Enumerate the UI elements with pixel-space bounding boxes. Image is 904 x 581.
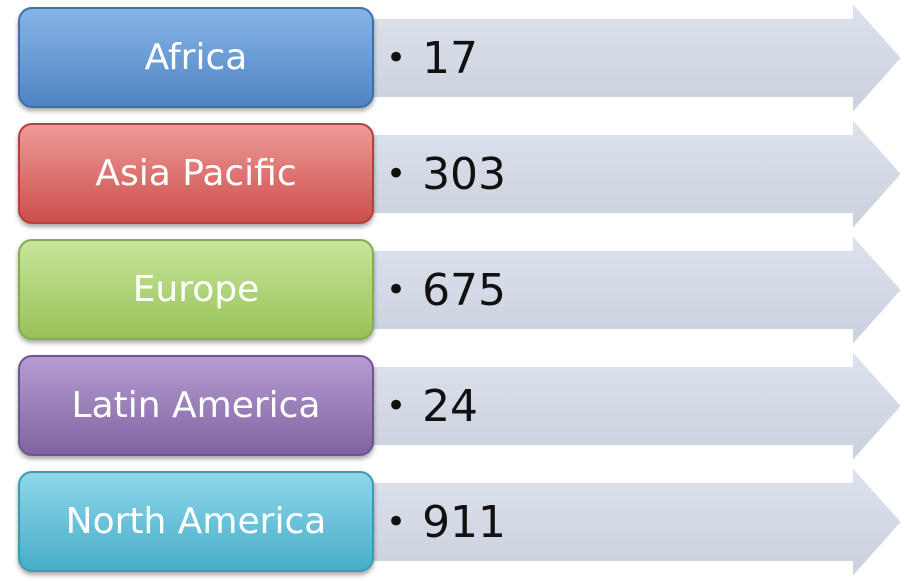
- bullet-icon: •: [386, 502, 407, 542]
- value-number: 675: [422, 264, 507, 316]
- category-box: North America: [18, 471, 374, 572]
- diagram-row: North America • 911: [0, 464, 904, 580]
- category-box: Latin America: [18, 355, 374, 456]
- arrow-shape: [360, 0, 904, 116]
- value-text: • 675: [386, 232, 506, 348]
- diagram-row: Africa • 17: [0, 0, 904, 116]
- bullet-icon: •: [386, 270, 407, 310]
- diagram-row: Europe • 675: [0, 232, 904, 348]
- diagram-row: Asia Pacific • 303: [0, 116, 904, 232]
- diagram-row: Latin America • 24: [0, 348, 904, 464]
- bullet-icon: •: [386, 38, 407, 78]
- category-label: Europe: [132, 269, 260, 310]
- category-label: North America: [65, 501, 327, 542]
- bullet-icon: •: [386, 154, 407, 194]
- arrow-shape: [360, 116, 904, 232]
- category-label: Asia Pacific: [95, 153, 297, 194]
- arrow-body: [360, 0, 904, 116]
- category-label: Africa: [144, 37, 248, 78]
- value-number: 24: [422, 380, 479, 432]
- arrow-shape: [360, 348, 904, 464]
- value-number: 911: [422, 496, 507, 548]
- arrow-body: [360, 116, 904, 232]
- value-number: 303: [422, 148, 507, 200]
- value-text: • 303: [386, 116, 506, 232]
- arrow-shape: [360, 464, 904, 580]
- category-box: Asia Pacific: [18, 123, 374, 224]
- arrow-body: [360, 232, 904, 348]
- arrow-body: [360, 348, 904, 464]
- value-number: 17: [422, 32, 479, 84]
- bullet-icon: •: [386, 386, 407, 426]
- category-box: Africa: [18, 7, 374, 108]
- category-label: Latin America: [71, 385, 321, 426]
- value-text: • 17: [386, 0, 478, 116]
- value-text: • 911: [386, 464, 506, 580]
- value-text: • 24: [386, 348, 478, 464]
- category-box: Europe: [18, 239, 374, 340]
- arrow-body: [360, 464, 904, 580]
- arrow-shape: [360, 232, 904, 348]
